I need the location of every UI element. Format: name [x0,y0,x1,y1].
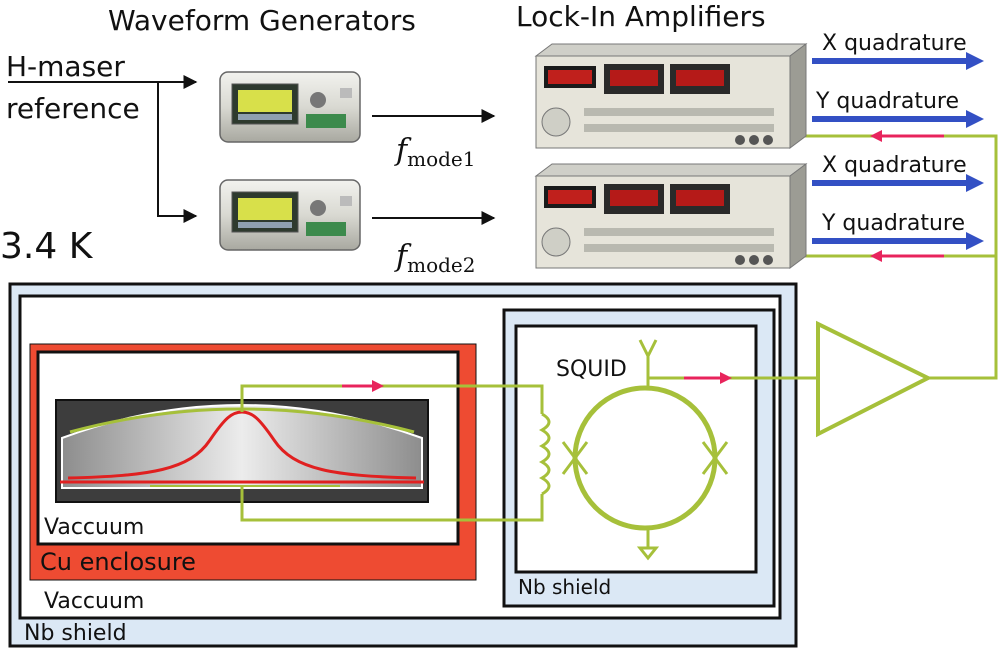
amplifier-triangle [816,320,933,438]
frequency-label-mode1: fmode1 [394,133,475,171]
pickup-loop-wires [240,384,551,522]
reference-line-2 [157,82,198,223]
squid-label: SQUID [556,357,627,382]
lock-in-amplifier-2 [534,163,808,269]
lockin-input-arrow-2 [870,250,944,262]
josephson-junction-right [701,441,729,475]
heading-waveform-generators: Waveform Generators [108,4,416,37]
y-quadrature-label-1: Y quadrature [815,89,959,114]
quadrature-output-arrows [812,52,984,250]
waveform-generator-2 [219,179,361,251]
nb-shield-inner-label: Nb shield [518,575,611,599]
x-quadrature-label-2: X quadrature [822,153,967,178]
waveform-generator-1 [219,71,361,143]
pickup-current-arrow [342,380,384,392]
reference-label-line1: H-maser [6,50,125,83]
frequency-label-mode2: fmode2 [394,239,475,277]
reference-label-line2: reference [6,92,140,125]
temperature-label: 3.4 K [0,226,94,267]
vacuum-inner-label: Vaccuum [44,515,144,540]
cu-enclosure-label: Cu enclosure [40,548,196,576]
lock-in-amplifier-1 [534,43,808,149]
lockin-input-arrow-1 [870,130,944,142]
x-quadrature-label-1: X quadrature [822,31,967,56]
squid-bias-antenna [638,339,658,388]
heading-lock-in-amplifiers: Lock-In Amplifiers [516,0,766,33]
vacuum-outer-label: Vaccuum [44,589,144,614]
squid-output-arrow [684,372,732,384]
josephson-junction-left [561,441,589,475]
ground-symbol [636,528,660,561]
nb-shield-outer-label: Nb shield [24,621,127,646]
y-quadrature-label-2: Y quadrature [821,211,965,236]
